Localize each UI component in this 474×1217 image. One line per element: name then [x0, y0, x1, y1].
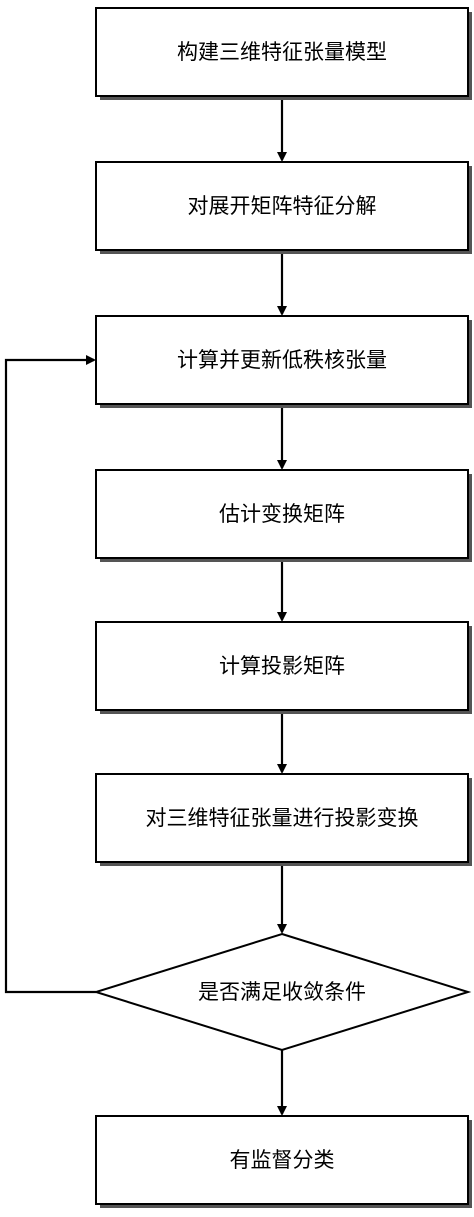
process-box-projection-transform: 对三维特征张量进行投影变换 [95, 773, 472, 866]
decision-label: 是否满足收敛条件 [198, 980, 366, 1004]
process-label: 对展开矩阵特征分解 [188, 194, 377, 218]
process-label: 估计变换矩阵 [219, 502, 345, 526]
process-box-estimate-transform: 估计变换矩阵 [95, 469, 472, 562]
process-box-projection-matrix: 计算投影矩阵 [95, 621, 472, 714]
feedback-loop-arrow [4, 355, 96, 994]
process-box-supervised-classification: 有监督分类 [95, 1115, 472, 1208]
decision-diamond-convergence: 是否满足收敛条件 [92, 932, 472, 1052]
process-label: 对三维特征张量进行投影变换 [146, 806, 419, 830]
process-label: 计算并更新低秩核张量 [177, 348, 387, 372]
process-label: 计算投影矩阵 [219, 654, 345, 678]
process-box-eigen-decomposition: 对展开矩阵特征分解 [95, 161, 472, 254]
process-label: 有监督分类 [230, 1148, 335, 1172]
process-box-update-core-tensor: 计算并更新低秩核张量 [95, 315, 472, 408]
process-label: 构建三维特征张量模型 [177, 40, 387, 64]
process-box-build-tensor-model: 构建三维特征张量模型 [95, 7, 472, 100]
